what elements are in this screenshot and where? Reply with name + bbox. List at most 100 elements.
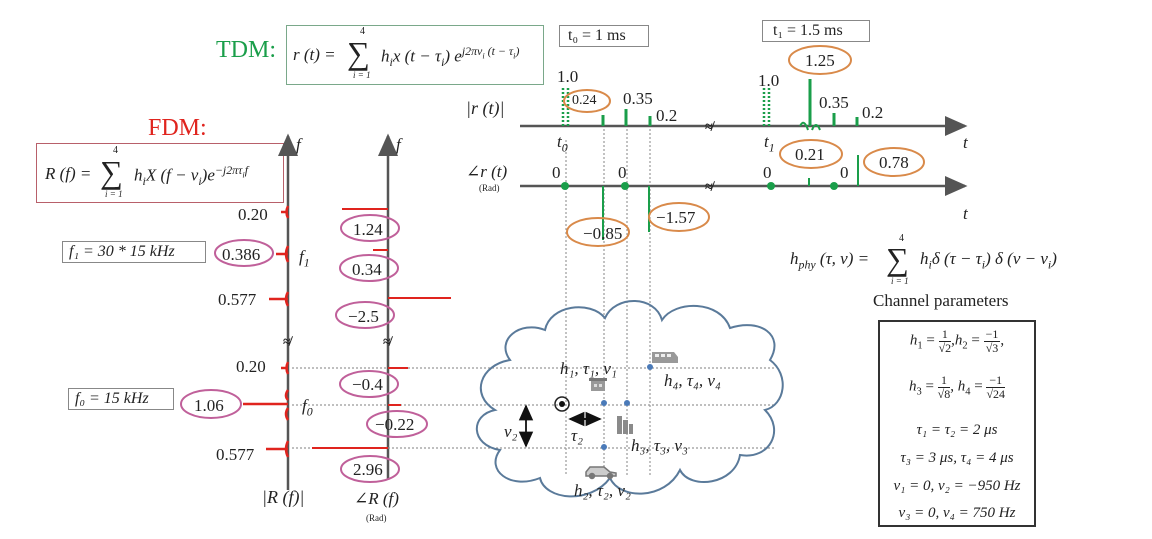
ellipse-1.25 — [788, 45, 852, 75]
path3-label: h₃, τ₃, ν₃ — [631, 436, 688, 455]
ellipse-0.78 — [863, 147, 925, 177]
phase-value-neg0.85: −0.85 — [583, 224, 623, 243]
path2-label: h₂, τ₂, ν₂ — [574, 481, 631, 500]
car-icon — [585, 466, 617, 480]
fdm-mag-f0-0.577: 0.577 — [216, 445, 255, 464]
t0-echo2-value: 0.35 — [623, 89, 653, 108]
ellipse-neg1.57 — [648, 202, 710, 232]
tdm-formula-body: hix (t − τi) ej2πνi (t − τi) — [381, 44, 520, 70]
phase-dot-0 — [767, 182, 775, 190]
fdm-sum-sign: ∑ — [100, 154, 123, 190]
fdm-magnitude-axis-label: |R (f)| — [262, 487, 305, 507]
param-nu34: ν₃ = 0, ν₄ = 750 Hz — [898, 505, 1016, 521]
stem-0.20-f0 — [281, 361, 290, 375]
axis-break-icon: ≉ — [705, 120, 716, 135]
tdm-phase-axis-label: ∠r (t) — [466, 162, 508, 181]
ellipse-2.96 — [340, 455, 400, 483]
t1-label-box: t₁ = 1.5 ms — [762, 20, 870, 42]
stem-0.577-f1 — [269, 291, 290, 307]
t0-tick: t0 — [557, 132, 568, 155]
tdm-formula-lhs: r (t) = — [293, 45, 336, 64]
fdm-mag-1.06: 1.06 — [194, 396, 224, 415]
path1-label: h₁, τ₁, ν₁ — [560, 359, 617, 378]
fdm-phase-stems — [312, 208, 451, 449]
phase-value-0d: 0 — [840, 163, 849, 182]
phase-value-0.21: 0.21 — [795, 145, 825, 164]
t1-tick: t1 — [764, 132, 775, 155]
channel-sum-top: 4 — [899, 233, 904, 244]
tdm-highlight-ellipses — [563, 45, 925, 247]
receiver-icon — [554, 396, 570, 412]
ellipse-neg2.5 — [335, 301, 395, 329]
param-tau34: τ₃ = 3 μs, τ₄ = 4 μs — [900, 450, 1014, 466]
f1-label-box: f₁ = 30 * 15 kHz — [62, 241, 206, 263]
tdm-title: TDM: — [216, 37, 276, 63]
tdm-phase-time-axis-label: t — [963, 204, 968, 223]
scatterer-dots — [601, 364, 653, 450]
t1-pilot-stem — [762, 88, 771, 126]
tdm-phase-stems — [602, 155, 859, 240]
fdm-magnitude-stems — [243, 205, 290, 458]
fdm-mag-f1-0.20: 0.20 — [238, 205, 268, 224]
t0-echo-stems — [601, 109, 652, 126]
fdm-sum-top: 4 — [113, 145, 118, 156]
tdm-guide-lines — [565, 125, 651, 475]
ellipse-neg0.85 — [566, 217, 630, 247]
fdm-phase-2.96: 2.96 — [353, 460, 383, 479]
fdm-formula-lhs: R (f) = — [45, 164, 92, 183]
fdm-mag-0.386: 0.386 — [222, 245, 261, 264]
t0-pilot-value: 1.0 — [557, 67, 579, 86]
fdm-phase-axis-label: ∠R (f) — [354, 489, 399, 508]
f1-label: f₁ = 30 * 15 kHz — [69, 243, 175, 260]
t0-label-box: t₀ = 1 ms — [559, 25, 649, 47]
fdm-highlight-ellipses — [180, 214, 428, 483]
tau2-label: τ₂ — [571, 426, 583, 445]
t0-echo3-value: 0.2 — [656, 106, 678, 125]
phase-value-neg1.57: −1.57 — [656, 208, 696, 227]
fdm-phase-unit: (Rad) — [366, 513, 387, 523]
phase-value-0.78: 0.78 — [879, 153, 909, 172]
param-nu12: ν₁ = 0, ν₂ = −950 Hz — [893, 478, 1021, 494]
channel-sum-bottom: i = 1 — [891, 276, 909, 286]
fdm-title: FDM: — [148, 115, 207, 141]
axis-break-icon: ≉ — [705, 180, 716, 195]
channel-formula-body: hiδ (τ − τi) δ (ν − νi) — [920, 249, 1057, 272]
t0-label: t₀ = 1 ms — [568, 27, 626, 44]
axis-break-icon: ≉ — [283, 335, 294, 350]
fdm-phase-0.34: 0.34 — [352, 260, 382, 279]
phase-dot-0 — [830, 182, 838, 190]
phase-value-0b: 0 — [618, 163, 627, 182]
building-icon — [589, 378, 607, 391]
fdm-phase-freq-axis-label: f — [396, 135, 401, 154]
tdm-formula-box: r (t) = 4 ∑ i = 1 hix (t − τi) ej2πνi (t… — [286, 25, 544, 85]
fdm-magnitude-freq-axis-label: f — [296, 135, 301, 154]
ellipse-neg0.22 — [366, 410, 428, 438]
axis-break-icon: ≉ — [383, 335, 394, 350]
phase-dot-0 — [561, 182, 569, 190]
tdm-sum-sign: ∑ — [347, 35, 370, 71]
param-h3-h4: h3 = 1√8, h4 = −1√24 — [908, 373, 1006, 401]
ellipse-0.386 — [214, 239, 274, 267]
fdm-mag-f0-0.20: 0.20 — [236, 357, 266, 376]
t1-echo-stems — [799, 79, 859, 131]
tower-icon — [617, 416, 633, 434]
t1-echo1-value: 1.25 — [805, 51, 835, 70]
ellipse-0.34 — [339, 254, 399, 282]
fdm-mag-f1-0.577: 0.577 — [218, 290, 257, 309]
t1-echo2-value: 0.35 — [819, 93, 849, 112]
ellipse-0.21 — [779, 139, 843, 169]
tdm-phase-dots — [561, 182, 838, 190]
channel-formula: hphy (τ, ν) = 4 ∑ i = 1 hiδ (τ − τi) δ (… — [786, 232, 1066, 292]
tdm-sum-bottom: i = 1 — [353, 70, 371, 80]
param-tau12: τ₁ = τ₂ = 2 μs — [916, 422, 998, 438]
ellipse-1.24 — [340, 214, 400, 242]
f0-label: f₀ = 15 kHz — [75, 390, 149, 407]
param-h1-h2: h1 = 1√2,h2 = −1√3, — [909, 327, 1005, 355]
fdm-phase-neg0.4: −0.4 — [352, 375, 383, 394]
channel-formula-lhs: hphy (τ, ν) = — [790, 249, 870, 272]
phase-value-0c: 0 — [763, 163, 772, 182]
ellipse-0.24 — [563, 89, 611, 113]
fdm-formula-box: R (f) = 4 ∑ i = 1 hiX (f − νi)e−j2πτif — [36, 143, 284, 203]
ellipse-neg0.4 — [339, 370, 399, 398]
